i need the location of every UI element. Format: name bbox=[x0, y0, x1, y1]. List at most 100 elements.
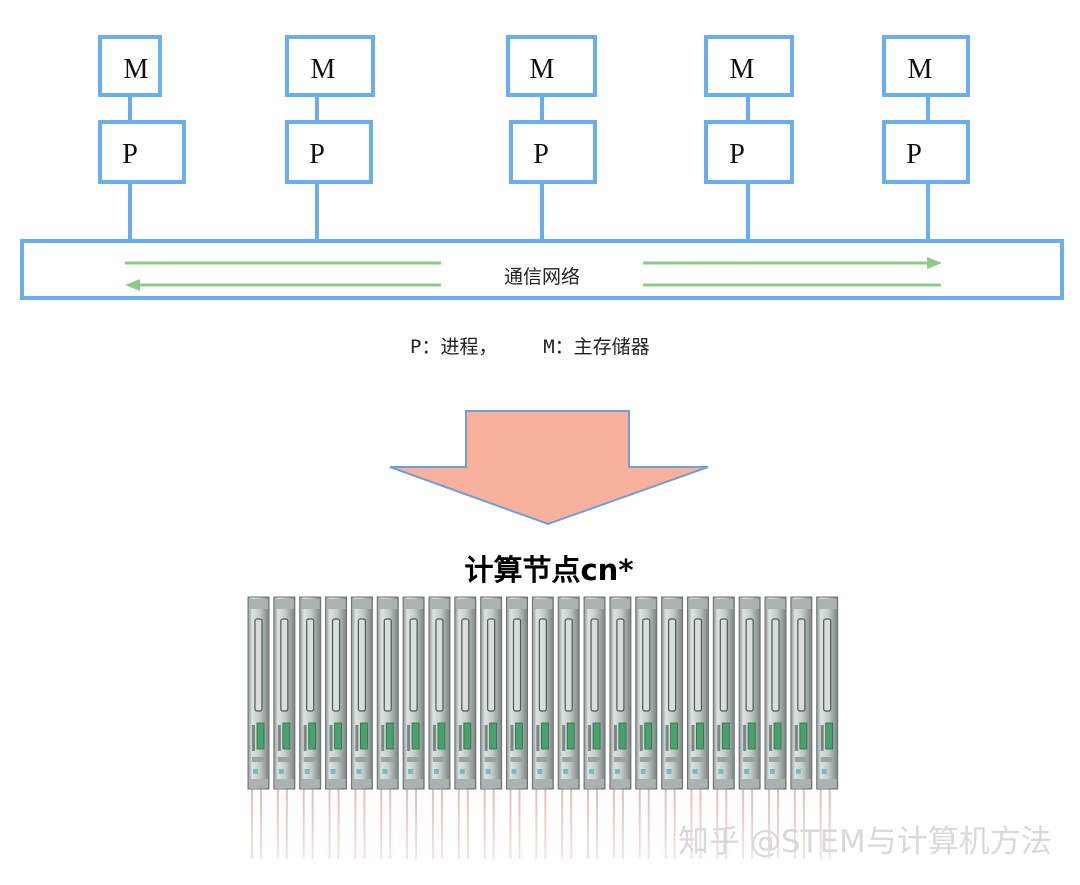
compute-node-blade bbox=[325, 596, 348, 859]
processor-box bbox=[704, 120, 794, 184]
blade-vent bbox=[407, 757, 420, 762]
blade-top-cap bbox=[352, 599, 372, 609]
compute-node-blade bbox=[738, 596, 761, 859]
blade-bottom-cap bbox=[378, 779, 398, 788]
blade-indicator-icon bbox=[795, 769, 801, 774]
memory-label: M bbox=[530, 54, 555, 85]
memory-label: M bbox=[124, 54, 149, 85]
blade-vent bbox=[277, 757, 290, 762]
blade-indicator-icon bbox=[408, 769, 414, 774]
processor-label: P bbox=[309, 139, 325, 170]
blade-reflection-line bbox=[328, 789, 331, 859]
blade-reflection-line bbox=[457, 789, 460, 859]
blade-handle-slot bbox=[357, 618, 366, 712]
blade-reflection-line bbox=[260, 789, 262, 859]
blade-reflection-line bbox=[638, 789, 641, 859]
memory-box bbox=[98, 35, 162, 97]
blade-reflection-line bbox=[544, 789, 547, 859]
blade-bottom-cap bbox=[326, 779, 346, 788]
blade-top-cap bbox=[326, 599, 346, 609]
blade-reflection-line bbox=[389, 789, 392, 859]
blade-status-led-icon bbox=[773, 722, 782, 750]
blade-reflection-line bbox=[570, 789, 573, 859]
blade-indicator-icon bbox=[485, 769, 491, 774]
blade-reflection-line bbox=[285, 789, 288, 859]
blade-top-cap bbox=[455, 599, 475, 609]
memory-label: M bbox=[730, 54, 755, 85]
blade-vent bbox=[743, 757, 756, 762]
blade-vent bbox=[355, 757, 368, 762]
unit-4: M P bbox=[704, 35, 794, 241]
blade-bottom-cap bbox=[740, 779, 760, 788]
blade-indicator-icon bbox=[718, 769, 724, 774]
blade-reflection-line bbox=[690, 789, 693, 859]
compute-node-blade bbox=[299, 596, 322, 859]
blade-reflection-line bbox=[509, 789, 512, 859]
blade-handle-slot bbox=[745, 618, 754, 712]
compute-node-blade bbox=[764, 596, 787, 859]
blade-top-cap bbox=[662, 599, 682, 609]
memory-box bbox=[704, 35, 794, 97]
memory-label: M bbox=[311, 54, 336, 85]
compute-node-blade bbox=[402, 596, 425, 859]
blade-reflection-line bbox=[518, 789, 521, 859]
blade-top-cap bbox=[533, 599, 553, 609]
blade-bottom-cap bbox=[507, 779, 527, 788]
compute-node-blade bbox=[247, 596, 270, 859]
blade-port-strip bbox=[665, 725, 669, 751]
blade-indicator-icon bbox=[821, 769, 827, 774]
blade-port-strip bbox=[820, 725, 824, 751]
compute-node-blade bbox=[686, 596, 709, 859]
network-box bbox=[20, 239, 1064, 300]
blade-handle-slot bbox=[512, 618, 522, 712]
compute-node-blade bbox=[531, 596, 554, 859]
blade-vent bbox=[510, 757, 523, 762]
compute-node-blade bbox=[661, 596, 684, 859]
network-label: 通信网络 bbox=[504, 266, 580, 288]
blade-port-strip bbox=[303, 725, 307, 751]
blade-bottom-cap bbox=[352, 779, 372, 788]
blade-handle-slot bbox=[797, 618, 806, 712]
compute-node-blade bbox=[583, 596, 606, 859]
blade-reflection-line bbox=[768, 789, 770, 859]
blade-handle-slot bbox=[564, 618, 573, 712]
blade-bottom-cap bbox=[300, 779, 320, 788]
processor-label: P bbox=[533, 139, 549, 170]
blade-top-cap bbox=[274, 599, 294, 609]
blade-reflection-line bbox=[664, 789, 667, 859]
blade-status-led-icon bbox=[308, 722, 317, 750]
compute-node-blade bbox=[609, 596, 632, 859]
blade-top-cap bbox=[817, 599, 837, 609]
processor-box bbox=[285, 120, 373, 184]
blade-handle-slot bbox=[590, 618, 599, 712]
blade-vent bbox=[381, 757, 394, 762]
blade-vent bbox=[252, 757, 264, 762]
blade-port-strip bbox=[458, 725, 462, 751]
blade-port-strip bbox=[613, 725, 617, 751]
compute-node-rack bbox=[247, 596, 839, 859]
processor-label: P bbox=[729, 139, 745, 170]
blade-status-led-icon bbox=[385, 722, 394, 750]
blade-indicator-icon bbox=[563, 769, 569, 774]
blade-bottom-cap bbox=[274, 779, 294, 788]
blade-status-led-icon bbox=[696, 722, 704, 750]
blade-handle-slot bbox=[435, 618, 444, 712]
blade-vent bbox=[820, 757, 833, 762]
blade-vent bbox=[432, 757, 445, 762]
blade-top-cap bbox=[791, 599, 811, 609]
blade-vent bbox=[329, 757, 342, 762]
blade-reflection-line bbox=[276, 789, 279, 859]
blade-vent bbox=[303, 757, 316, 762]
blade-reflection-line bbox=[725, 789, 728, 859]
blade-bottom-cap bbox=[481, 779, 501, 788]
blade-port-strip bbox=[536, 725, 540, 751]
blade-reflection-line bbox=[483, 789, 486, 859]
blade-reflection-line bbox=[612, 789, 615, 859]
blade-reflection-line bbox=[716, 789, 719, 859]
blade-reflection-line bbox=[415, 789, 418, 859]
down-arrow-icon bbox=[389, 410, 709, 526]
compute-node-blade bbox=[273, 596, 296, 859]
blade-vent bbox=[484, 757, 497, 762]
blade-status-led-icon bbox=[670, 722, 678, 750]
blade-handle-slot bbox=[383, 618, 392, 712]
